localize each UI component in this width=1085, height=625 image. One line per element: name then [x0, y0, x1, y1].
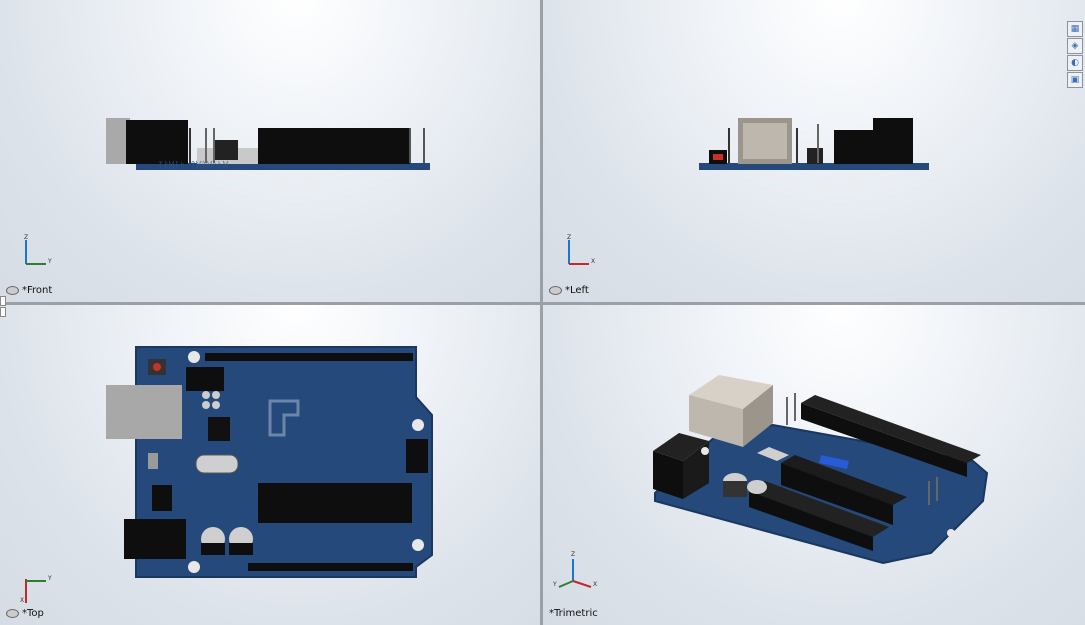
top-view-model[interactable]	[0, 305, 540, 625]
axis-triad: Z Y	[24, 234, 52, 265]
viewport-front[interactable]: ᛉᚱᛞᛚᛋ ᛏᛞᛒᛞᚢᚦᛞ Z Y *Front	[0, 0, 540, 302]
front-view-model[interactable]: ᛉᚱᛞᛚᛋ ᛏᛞᛒᛞᚢᚦᛞ	[0, 0, 540, 302]
eye-icon	[6, 286, 19, 295]
viewport-label[interactable]: *Top	[6, 608, 44, 619]
viewport-label[interactable]: *Left	[549, 285, 589, 296]
task-pane-tabs: ▦ ◈ ◐ ▣	[1067, 20, 1085, 89]
left-view-model[interactable]	[543, 0, 1085, 302]
viewport-trimetric[interactable]: Z X Y *Trimetric	[543, 305, 1085, 625]
viewport-label[interactable]: *Front	[6, 285, 52, 296]
display-pane-icon[interactable]: ▦	[1067, 21, 1083, 37]
svg-text:ᛉᚱᛞᛚᛋ ᛏᛞᛒᛞᚢᚦᛞ: ᛉᚱᛞᛚᛋ ᛏᛞᛒᛞᚢᚦᛞ	[158, 160, 229, 171]
viewport-label[interactable]: *Trimetric	[549, 608, 598, 619]
trimetric-view-model[interactable]	[543, 305, 1085, 625]
custom-properties-icon[interactable]: ▣	[1067, 72, 1083, 88]
scenes-icon[interactable]: ◐	[1067, 55, 1083, 71]
split-handle[interactable]	[0, 307, 6, 317]
appearances-icon[interactable]: ◈	[1067, 38, 1083, 54]
viewport-top[interactable]: Y X *Top	[0, 305, 540, 625]
eye-icon	[6, 609, 19, 618]
axis-triad: Z X Y	[553, 551, 598, 588]
split-handle[interactable]	[0, 296, 6, 306]
axis-triad: Z X	[567, 234, 596, 265]
viewport-left[interactable]: Z X *Left	[543, 0, 1085, 302]
eye-icon	[549, 286, 562, 295]
axis-triad: Y X	[20, 575, 52, 604]
